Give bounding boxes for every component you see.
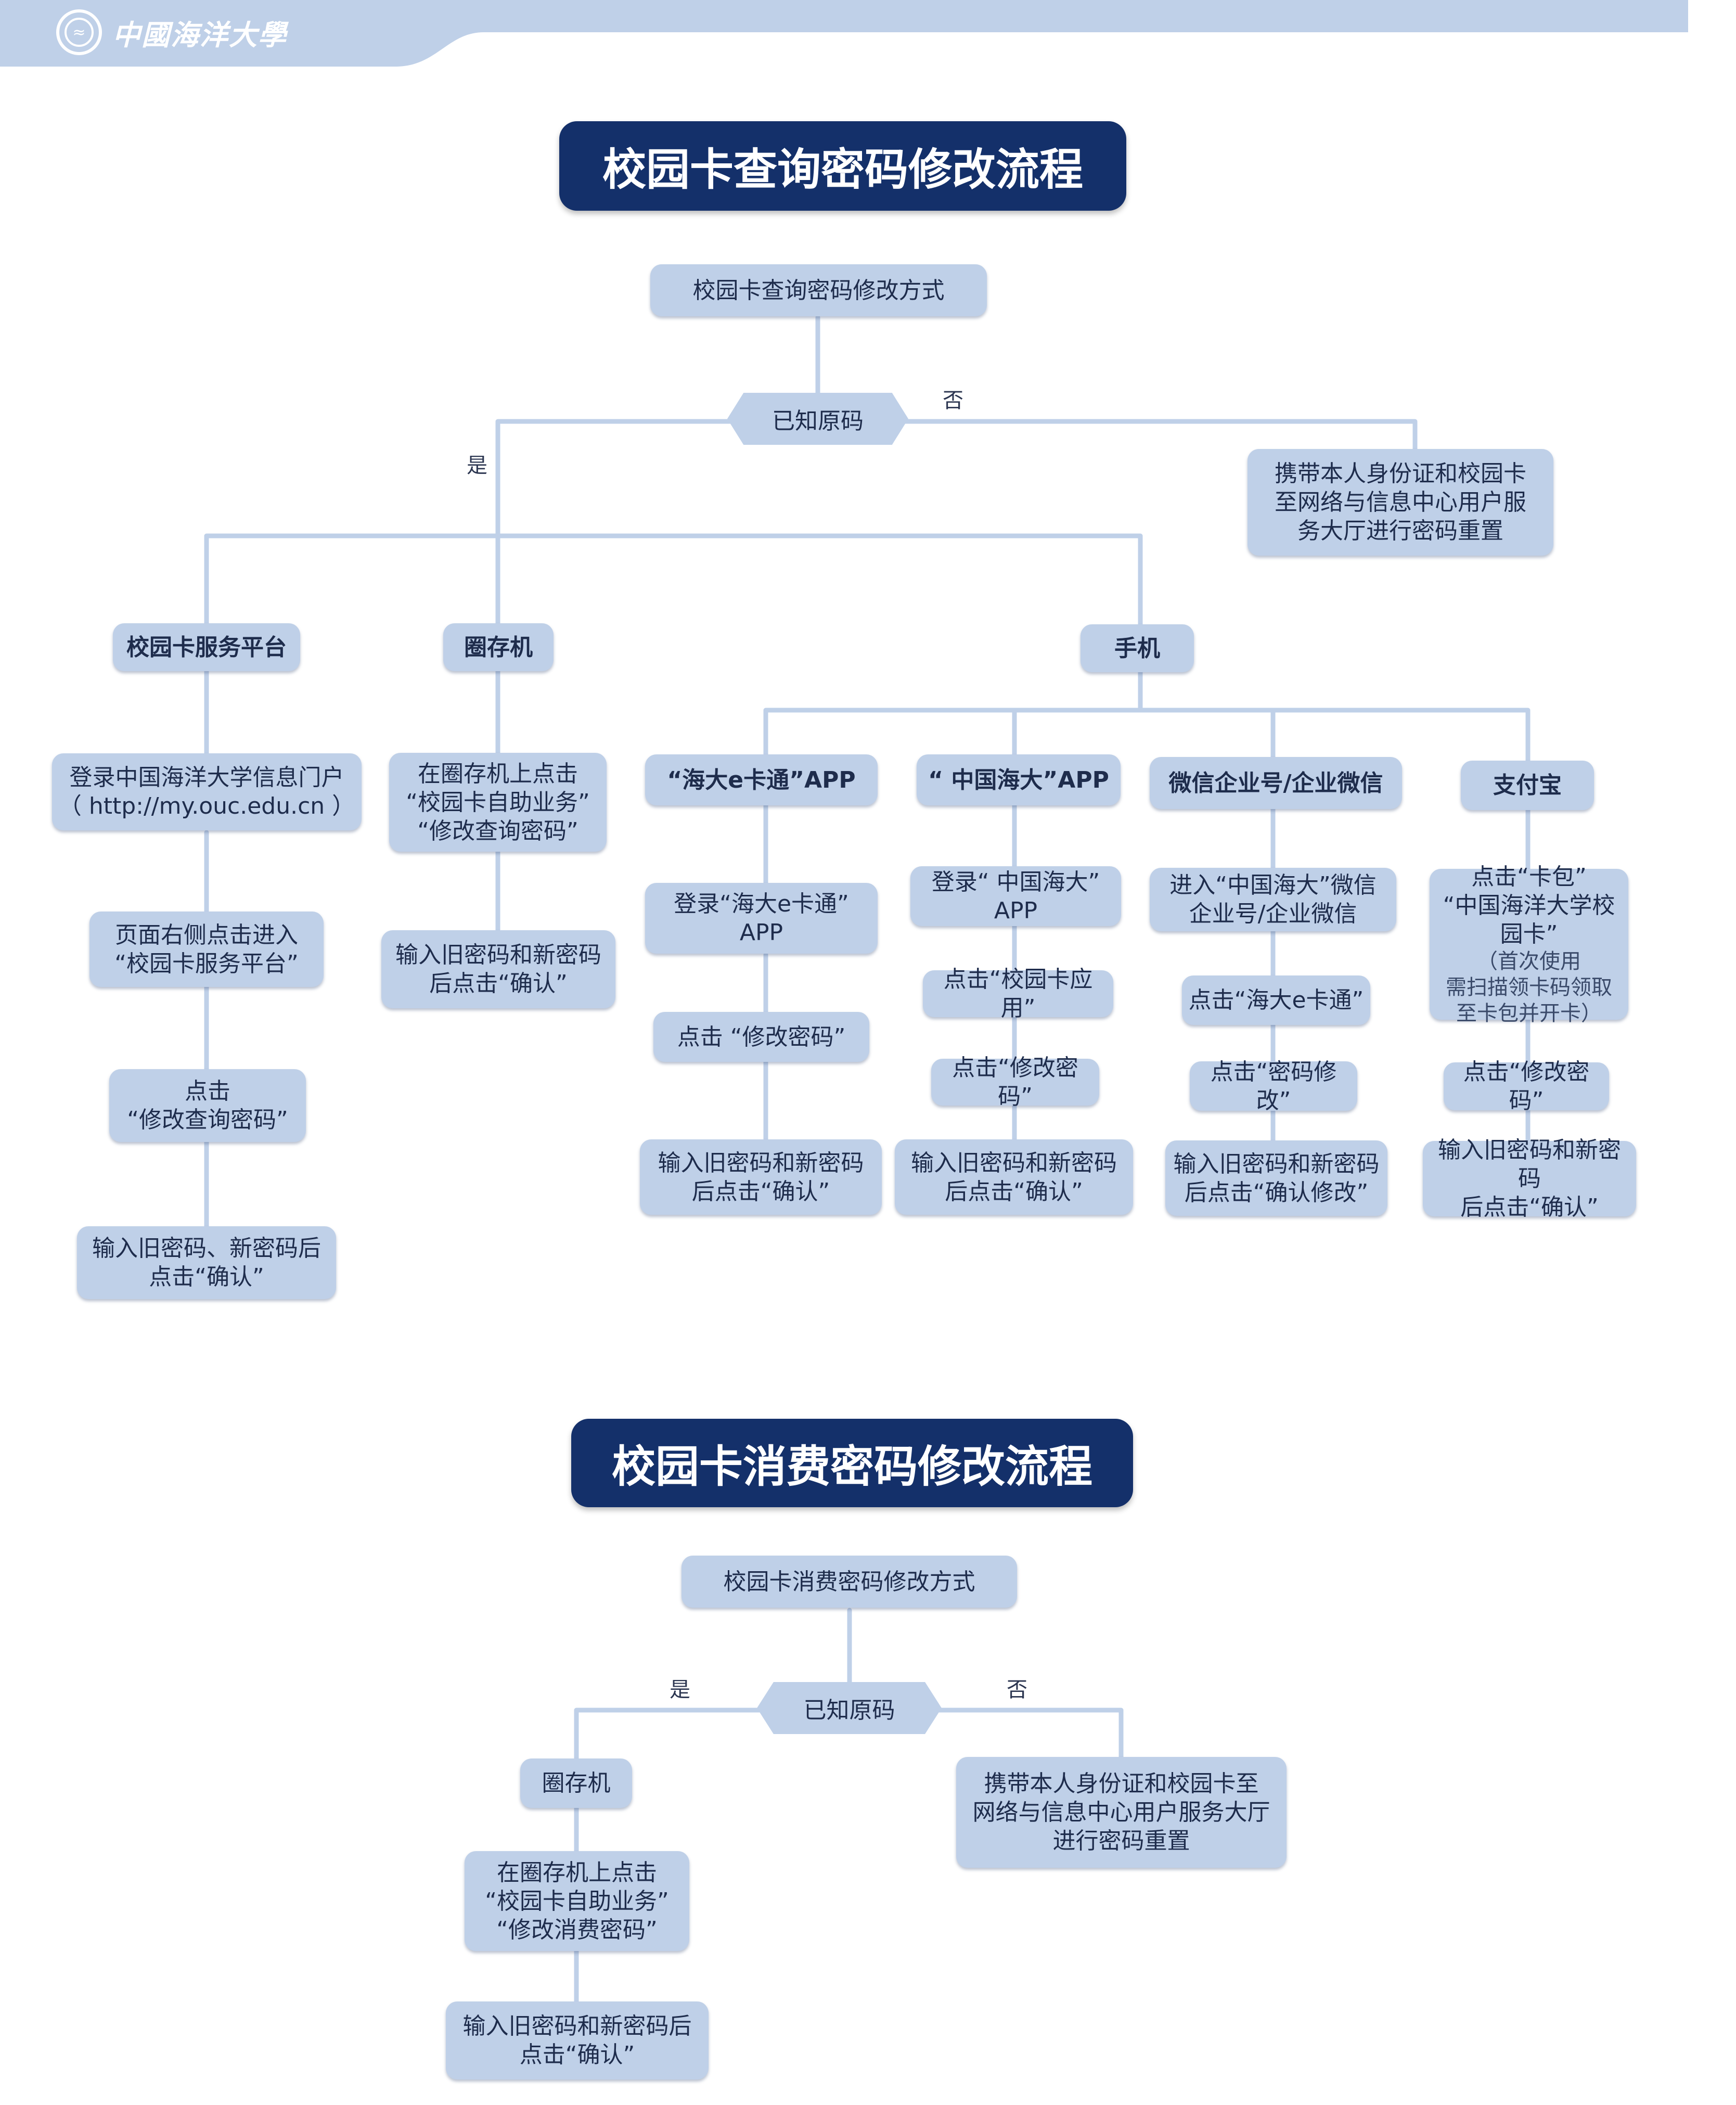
platform-step-click-modify: 点击 “修改查询密码” (109, 1069, 306, 1142)
ouc-step-card-app: 点击“校园卡应用” (923, 966, 1113, 1021)
consumption-yes-label: 是 (670, 1678, 690, 1702)
consumption-kiosk-confirm: 输入旧密码和新密码后 点击“确认” (446, 2001, 709, 2080)
wechat-step-confirm: 输入旧密码和新密码 后点击“确认修改” (1165, 1140, 1387, 1216)
alipay-step-confirm: 输入旧密码和新密码 后点击“确认” (1423, 1137, 1636, 1221)
alipay-step-modify: 点击“修改密码” (1444, 1059, 1609, 1114)
app-china-ocean-univ: “ 中国海大”APP (917, 754, 1121, 805)
app-haida-ecard: “海大e卡通”APP (645, 754, 878, 805)
kiosk-step-confirm: 输入旧密码和新密码 后点击“确认” (381, 930, 615, 1008)
branch-mobile: 手机 (1081, 624, 1194, 672)
platform-step-enter-platform: 页面右侧点击进入 “校园卡服务平台” (89, 912, 324, 987)
university-logo-text: 中國海洋大學 (112, 18, 287, 52)
ecard-step-confirm: 输入旧密码和新密码 后点击“确认” (640, 1139, 882, 1215)
consumption-branch-kiosk: 圈存机 (520, 1759, 632, 1808)
consumption-no-label: 否 (1007, 1678, 1027, 1702)
query-decision-known-password: 已知原码 (727, 393, 908, 445)
query-yes-label: 是 (467, 454, 487, 478)
university-emblem-icon: ≈ (56, 9, 102, 55)
consumption-kiosk-self-service: 在圈存机上点击 “校园卡自助业务” “修改消费密码” (465, 1851, 689, 1951)
app-alipay: 支付宝 (1461, 761, 1594, 810)
kiosk-step-self-service: 在圈存机上点击 “校园卡自助业务” “修改查询密码” (389, 753, 607, 852)
wechat-step-modify: 点击“密码修改” (1190, 1059, 1357, 1114)
branch-card-service-platform: 校园卡服务平台 (113, 623, 300, 671)
query-no-label: 否 (943, 389, 963, 413)
consumption-password-title: 校园卡消费密码修改流程 (571, 1419, 1133, 1507)
query-reset-at-service-hall: 携带本人身份证和校园卡 至网络与信息中心用户服 务大厅进行密码重置 (1248, 449, 1553, 556)
alipay-step-card-pack: 点击“卡包” “中国海洋大学校 园卡” （首次使用 需扫描领卡码领取 至卡包并开… (1430, 864, 1628, 1025)
platform-step-login-portal: 登录中国海洋大学信息门户 （ http://my.ouc.edu.cn ） (52, 753, 362, 830)
ouc-step-modify: 点击“修改密码” (931, 1055, 1099, 1110)
query-root-node: 校园卡查询密码修改方式 (650, 264, 987, 316)
alipay-step-card-pack-text: 点击“卡包” “中国海洋大学校 园卡” (1443, 863, 1615, 947)
consumption-reset-at-service-hall: 携带本人身份证和校园卡至 网络与信息中心用户服务大厅 进行密码重置 (956, 1757, 1287, 1868)
ecard-step-modify: 点击 “修改密码” (653, 1012, 869, 1062)
platform-step-confirm: 输入旧密码、新密码后 点击“确认” (77, 1226, 336, 1299)
ecard-step-login: 登录“海大e卡通” APP (645, 883, 878, 954)
ouc-step-login: 登录“ 中国海大” APP (910, 866, 1121, 926)
wechat-step-ecard: 点击“海大e卡通” (1182, 976, 1370, 1025)
branch-kiosk: 圈存机 (443, 623, 554, 671)
consumption-root-node: 校园卡消费密码修改方式 (681, 1556, 1017, 1608)
query-password-title: 校园卡查询密码修改流程 (559, 121, 1126, 211)
consumption-decision-known-password: 已知原码 (757, 1682, 942, 1734)
wechat-step-enter: 进入“中国海大”微信 企业号/企业微信 (1150, 868, 1396, 931)
ouc-step-confirm: 输入旧密码和新密码 后点击“确认” (895, 1139, 1133, 1215)
header-banner (0, 0, 1688, 67)
alipay-first-use-note: （首次使用 需扫描领卡码领取 至卡包并开卡） (1446, 949, 1612, 1025)
app-wechat-enterprise: 微信企业号/企业微信 (1150, 757, 1402, 809)
university-logo: ≈ 中國海洋大學 (56, 9, 287, 55)
